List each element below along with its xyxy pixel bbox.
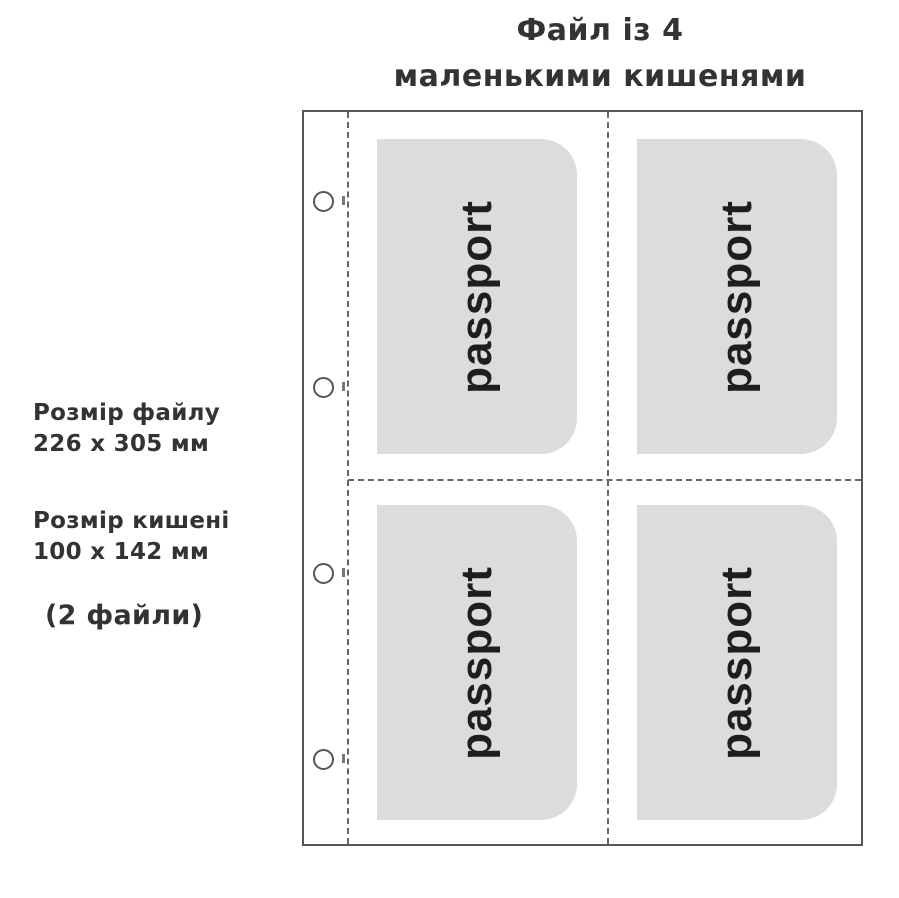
- pocket-size-info: Розмір кишені 100 х 142 мм: [33, 506, 230, 568]
- passport-label: passport: [712, 199, 761, 394]
- horizontal-seam-line: [348, 479, 861, 481]
- passport-card: passport: [377, 139, 577, 454]
- diagram-title: Файл із 4 маленькими кишенями: [340, 8, 860, 100]
- passport-card: passport: [377, 505, 577, 820]
- passport-card: passport: [637, 505, 837, 820]
- file-sheet: passport passport passport passport: [302, 110, 863, 846]
- center-seam-line: [607, 112, 609, 844]
- file-count-info: (2 файли): [45, 600, 203, 631]
- passport-label: passport: [452, 565, 501, 760]
- file-size-value: 226 х 305 мм: [33, 431, 210, 457]
- file-size-info: Розмір файлу 226 х 305 мм: [33, 398, 220, 460]
- binding-seam-line: [347, 112, 349, 844]
- file-count: (2 файли): [45, 600, 204, 631]
- passport-label: passport: [712, 565, 761, 760]
- punch-hole-icon: [313, 563, 334, 584]
- punch-hole-icon: [313, 191, 334, 212]
- title-line-1: Файл із 4: [516, 13, 684, 48]
- passport-label: passport: [452, 199, 501, 394]
- hole-tick-icon: [342, 754, 345, 763]
- file-size-label: Розмір файлу: [33, 400, 221, 426]
- punch-hole-icon: [313, 377, 334, 398]
- hole-tick-icon: [342, 382, 345, 391]
- hole-tick-icon: [342, 568, 345, 577]
- pocket-size-value: 100 х 142 мм: [33, 539, 210, 565]
- hole-tick-icon: [342, 196, 345, 205]
- passport-card: passport: [637, 139, 837, 454]
- pocket-size-label: Розмір кишені: [33, 508, 230, 534]
- punch-hole-icon: [313, 749, 334, 770]
- title-line-2: маленькими кишенями: [393, 59, 807, 94]
